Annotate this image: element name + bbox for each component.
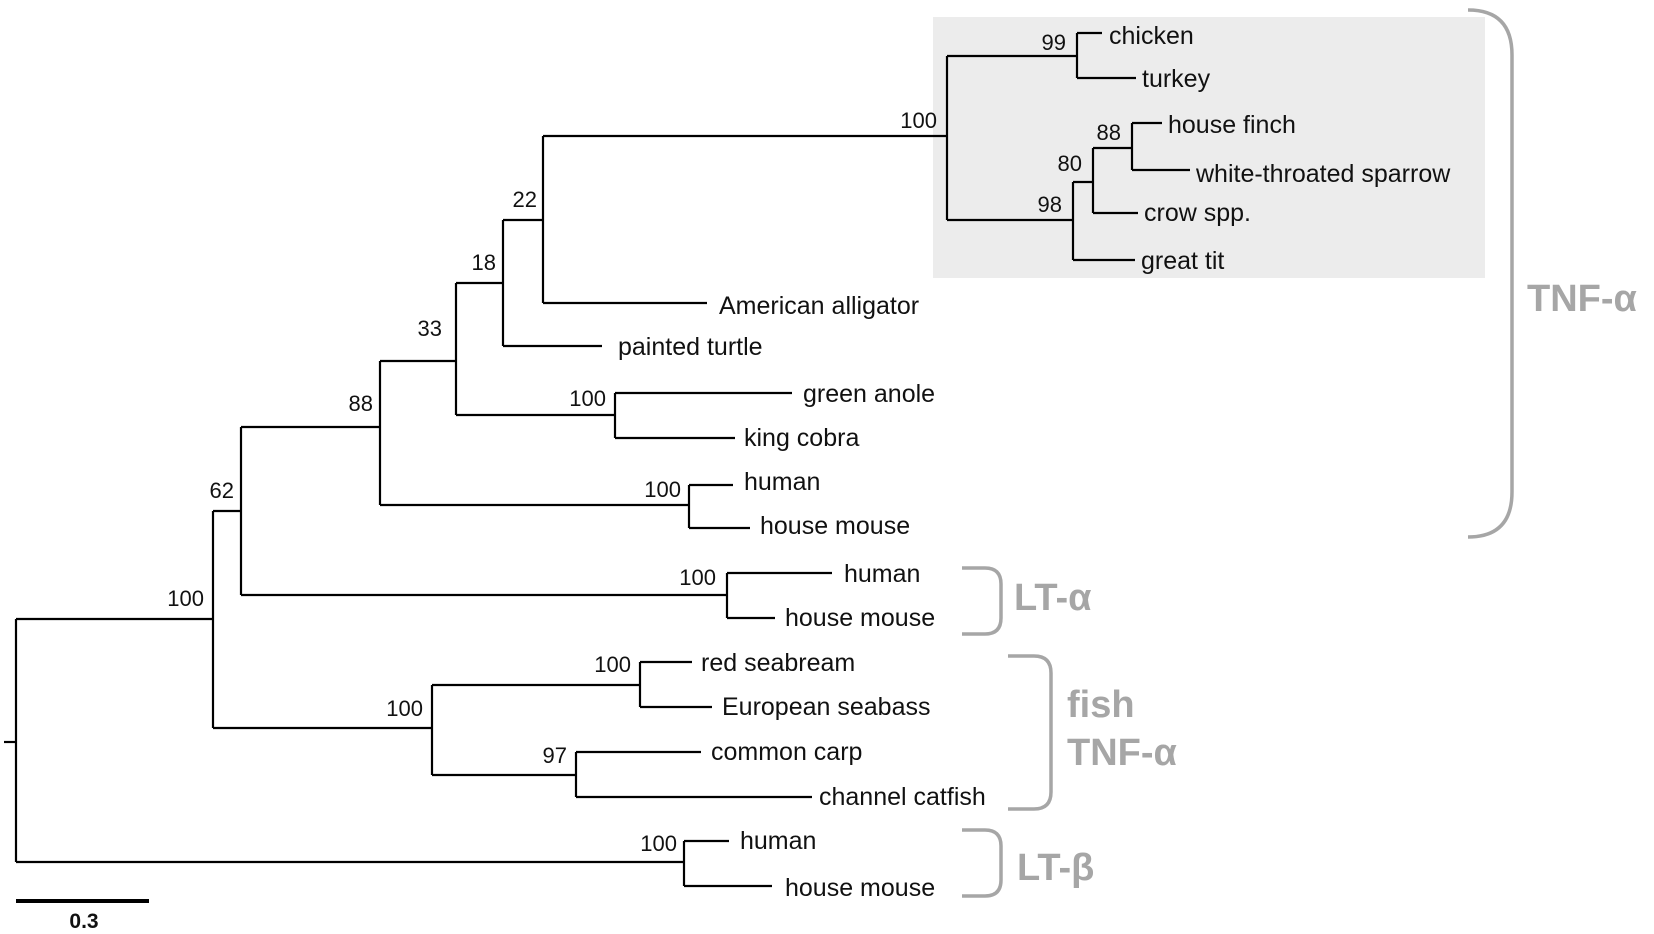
taxon-chicken: chicken xyxy=(1109,22,1194,50)
bootstrap-archosaurs: 22 xyxy=(513,187,537,212)
taxon-green-anole: green anole xyxy=(803,380,935,408)
scale-bar: 0.3 xyxy=(16,899,149,933)
taxon-ltb-house-mouse: house mouse xyxy=(785,874,935,902)
scale-bar-label: 0.3 xyxy=(69,910,98,933)
group-brackets xyxy=(962,8,1514,898)
group-label-lta: LT-α xyxy=(1014,577,1092,619)
bracket-fish-tnfa xyxy=(1008,654,1053,811)
taxon-american-alligator: American alligator xyxy=(719,292,919,320)
bootstrap-passerines: 98 xyxy=(1038,192,1062,217)
bracket-ltb xyxy=(962,828,1003,898)
bootstrap-chicken-turkey: 99 xyxy=(1042,30,1066,55)
tree-branches xyxy=(4,31,1190,888)
group-label-tnfa: TNF-α xyxy=(1527,278,1637,320)
bracket-tnfa xyxy=(1467,8,1514,539)
taxon-lta-house-mouse: house mouse xyxy=(785,604,935,632)
bootstrap-tnfa-lta: 62 xyxy=(210,478,234,503)
taxon-great-tit: great tit xyxy=(1141,247,1224,275)
taxon-european-seabass: European seabass xyxy=(722,693,930,721)
taxon-tnfa-human: human xyxy=(744,468,820,496)
bootstrap-birds: 100 xyxy=(900,108,937,133)
bird-clade-highlight xyxy=(933,17,1485,278)
bootstrap-tnfa-all: 88 xyxy=(349,391,373,416)
bracket-lta xyxy=(962,566,1003,636)
taxon-house-finch: house finch xyxy=(1168,111,1296,139)
taxon-ltb-human: human xyxy=(740,827,816,855)
taxon-lta-human: human xyxy=(844,560,920,588)
group-label-fish: fish xyxy=(1067,684,1135,726)
taxon-king-cobra: king cobra xyxy=(744,424,859,452)
bootstrap-root-ingroup: 100 xyxy=(167,586,204,611)
taxon-turkey: turkey xyxy=(1142,65,1211,93)
bootstrap-finch-sparrow-crow: 80 xyxy=(1058,151,1082,176)
bootstrap-labels: 99 100 88 80 98 22 18 33 100 88 100 62 1… xyxy=(167,30,1121,856)
taxon-crow: crow spp. xyxy=(1144,199,1251,227)
taxon-common-carp: common carp xyxy=(711,738,862,766)
group-label-ltb: LT-β xyxy=(1017,847,1094,889)
taxon-white-throated-sparrow: white-throated sparrow xyxy=(1195,160,1451,188)
taxon-tnfa-house-mouse: house mouse xyxy=(760,512,910,540)
bootstrap-reptiles: 33 xyxy=(418,316,442,341)
bootstrap-fish: 100 xyxy=(386,696,423,721)
taxon-labels: chicken turkey house finch white-throate… xyxy=(618,22,1451,902)
group-label-fish-tnfa: TNF-α xyxy=(1067,732,1177,774)
taxon-channel-catfish: channel catfish xyxy=(819,783,986,811)
bootstrap-lta-mammals: 100 xyxy=(679,565,716,590)
bootstrap-ltb-mammals: 100 xyxy=(640,831,677,856)
taxon-painted-turtle: painted turtle xyxy=(618,333,763,361)
taxon-red-seabream: red seabream xyxy=(701,649,855,677)
group-labels: TNF-α LT-α fish TNF-α LT-β xyxy=(1014,278,1637,889)
bootstrap-finch-sparrow: 88 xyxy=(1097,120,1121,145)
bootstrap-squamates: 100 xyxy=(569,386,606,411)
bootstrap-fish-marine: 100 xyxy=(594,652,631,677)
bootstrap-tnfa-mammals: 100 xyxy=(644,477,681,502)
bootstrap-fish-freshwater: 97 xyxy=(543,743,567,768)
bootstrap-turtle-archosaurs: 18 xyxy=(472,250,496,275)
